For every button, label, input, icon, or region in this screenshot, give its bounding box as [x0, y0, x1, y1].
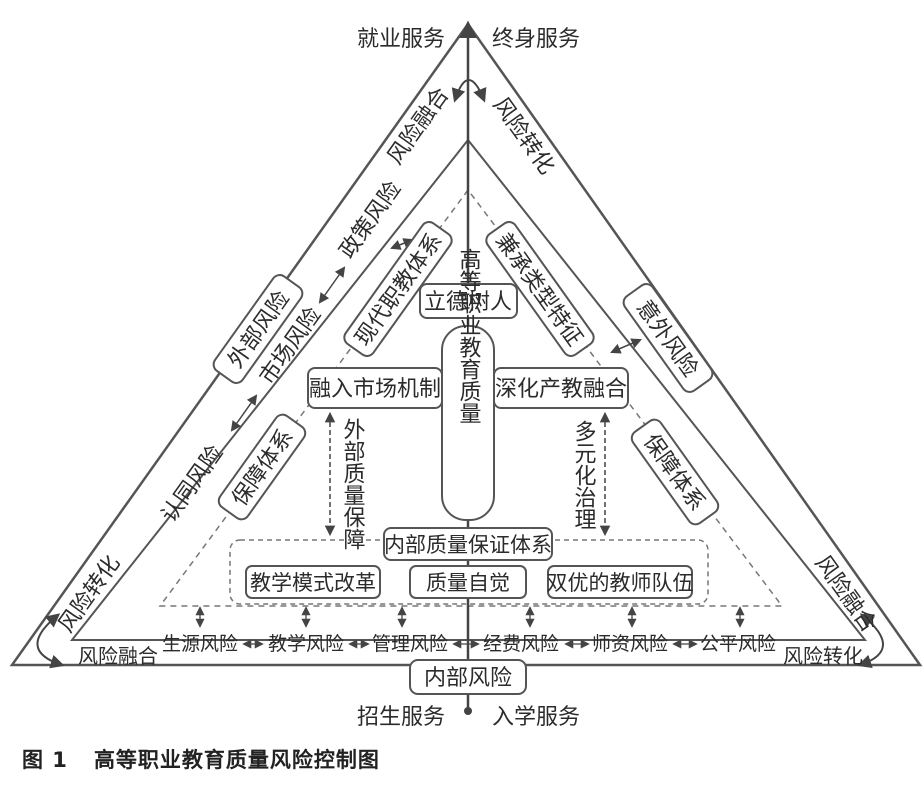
core-quality-box — [441, 325, 495, 521]
arrow-policy-modern — [390, 238, 414, 250]
internal-risk-item: 师资风险 — [592, 633, 668, 655]
market-mechanism-label: 融入市场机制 — [309, 377, 441, 402]
internal-risk-item: 教学风险 — [268, 633, 344, 655]
figure-caption: 图 1 高等职业教育质量风险控制图 — [22, 744, 380, 774]
external-risk-box — [212, 274, 304, 384]
figure-title: 高等职业教育质量风险控制图 — [93, 748, 380, 772]
teaching-reform-box — [245, 565, 381, 599]
axis-origin-dot — [464, 707, 472, 715]
internal-risk-item: 生源风险 — [162, 633, 238, 655]
guarantee-left-box — [217, 413, 307, 521]
edge-bottom-right-risk-transform: 风险转化 — [783, 644, 863, 668]
internal-risk-item: 公平风险 — [700, 633, 776, 655]
teachers-label: 双优的教师队伍 — [547, 571, 694, 595]
figure-number: 图 1 — [22, 748, 68, 772]
arrow-policy-market — [318, 266, 346, 304]
internal-quality-label: 内部质量保证体系 — [384, 533, 552, 557]
quality-awareness-label: 质量自觉 — [426, 571, 510, 595]
bottom-right-curved-arrow — [857, 613, 884, 669]
internal-risk-box — [409, 659, 527, 695]
recognition-risk-label: 认同风险 — [157, 441, 228, 527]
label-lifelong-service: 终身服务 — [492, 27, 580, 52]
arrow-market-recognition — [230, 394, 258, 432]
accident-risk-box — [622, 283, 714, 393]
guarantee-right-box — [630, 418, 720, 526]
teachers-box — [547, 565, 693, 599]
policy-risk-label: 政策风险 — [335, 177, 406, 263]
label-employment-service: 就业服务 — [357, 27, 445, 52]
arrow-accident-inner — [610, 338, 642, 354]
teaching-reform-label: 教学模式改革 — [250, 571, 376, 595]
edge-left-bottom-risk-transform: 风险转化 — [54, 551, 125, 637]
internal-quality-box — [383, 527, 553, 561]
risk-control-diagram: 就业服务 终身服务 招生服务 入学服务 风险融合 风险转化 风险转化 风险融合 … — [9, 20, 923, 730]
moral-box — [419, 283, 518, 319]
external-quality-label: 外部质量保障 — [340, 418, 366, 550]
bottom-left-curved-arrow — [36, 613, 65, 669]
label-enrollment-service: 招生服务 — [357, 705, 445, 730]
quality-awareness-box — [409, 565, 527, 599]
edge-left-top-risk-fusion: 风险融合 — [383, 83, 454, 169]
dual-type-box — [485, 221, 595, 357]
moral-label: 立德树人 — [424, 290, 512, 315]
industry-education-label: 深化产教融合 — [495, 377, 627, 402]
core-quality-label: 高等职业教育质量 — [456, 248, 482, 424]
internal-risk-label: 内部风险 — [424, 666, 512, 691]
internal-risk-links — [195, 606, 745, 628]
diverse-governance-label: 多元化治理 — [571, 420, 597, 530]
top-curved-arrow — [451, 79, 487, 103]
edge-bottom-left-risk-fusion: 风险融合 — [78, 644, 158, 668]
internal-risk-item: 经费风险 — [483, 633, 559, 655]
internal-risk-item: 管理风险 — [372, 633, 448, 655]
modern-system-box — [343, 221, 453, 357]
label-admission-service: 入学服务 — [492, 705, 580, 730]
